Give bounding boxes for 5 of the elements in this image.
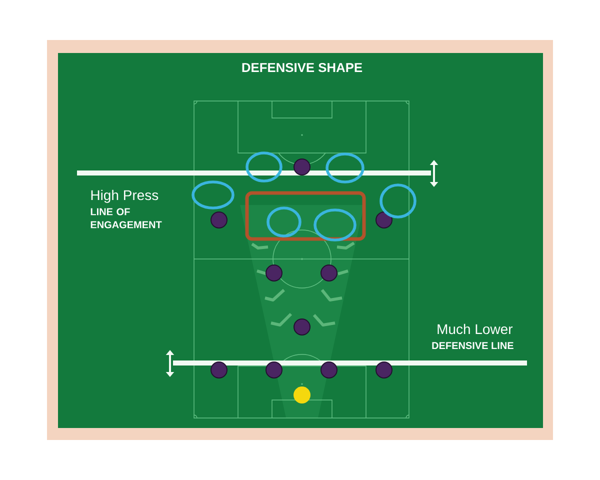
- title: DEFENSIVE SHAPE: [242, 62, 362, 72]
- annotation: DEFENSIVE LINE: [432, 342, 514, 350]
- annotation: High Press: [91, 190, 158, 203]
- annotation: LINE OF ENGAGEMENT: [90, 208, 162, 228]
- annotation: Much Lower: [438, 324, 513, 334]
